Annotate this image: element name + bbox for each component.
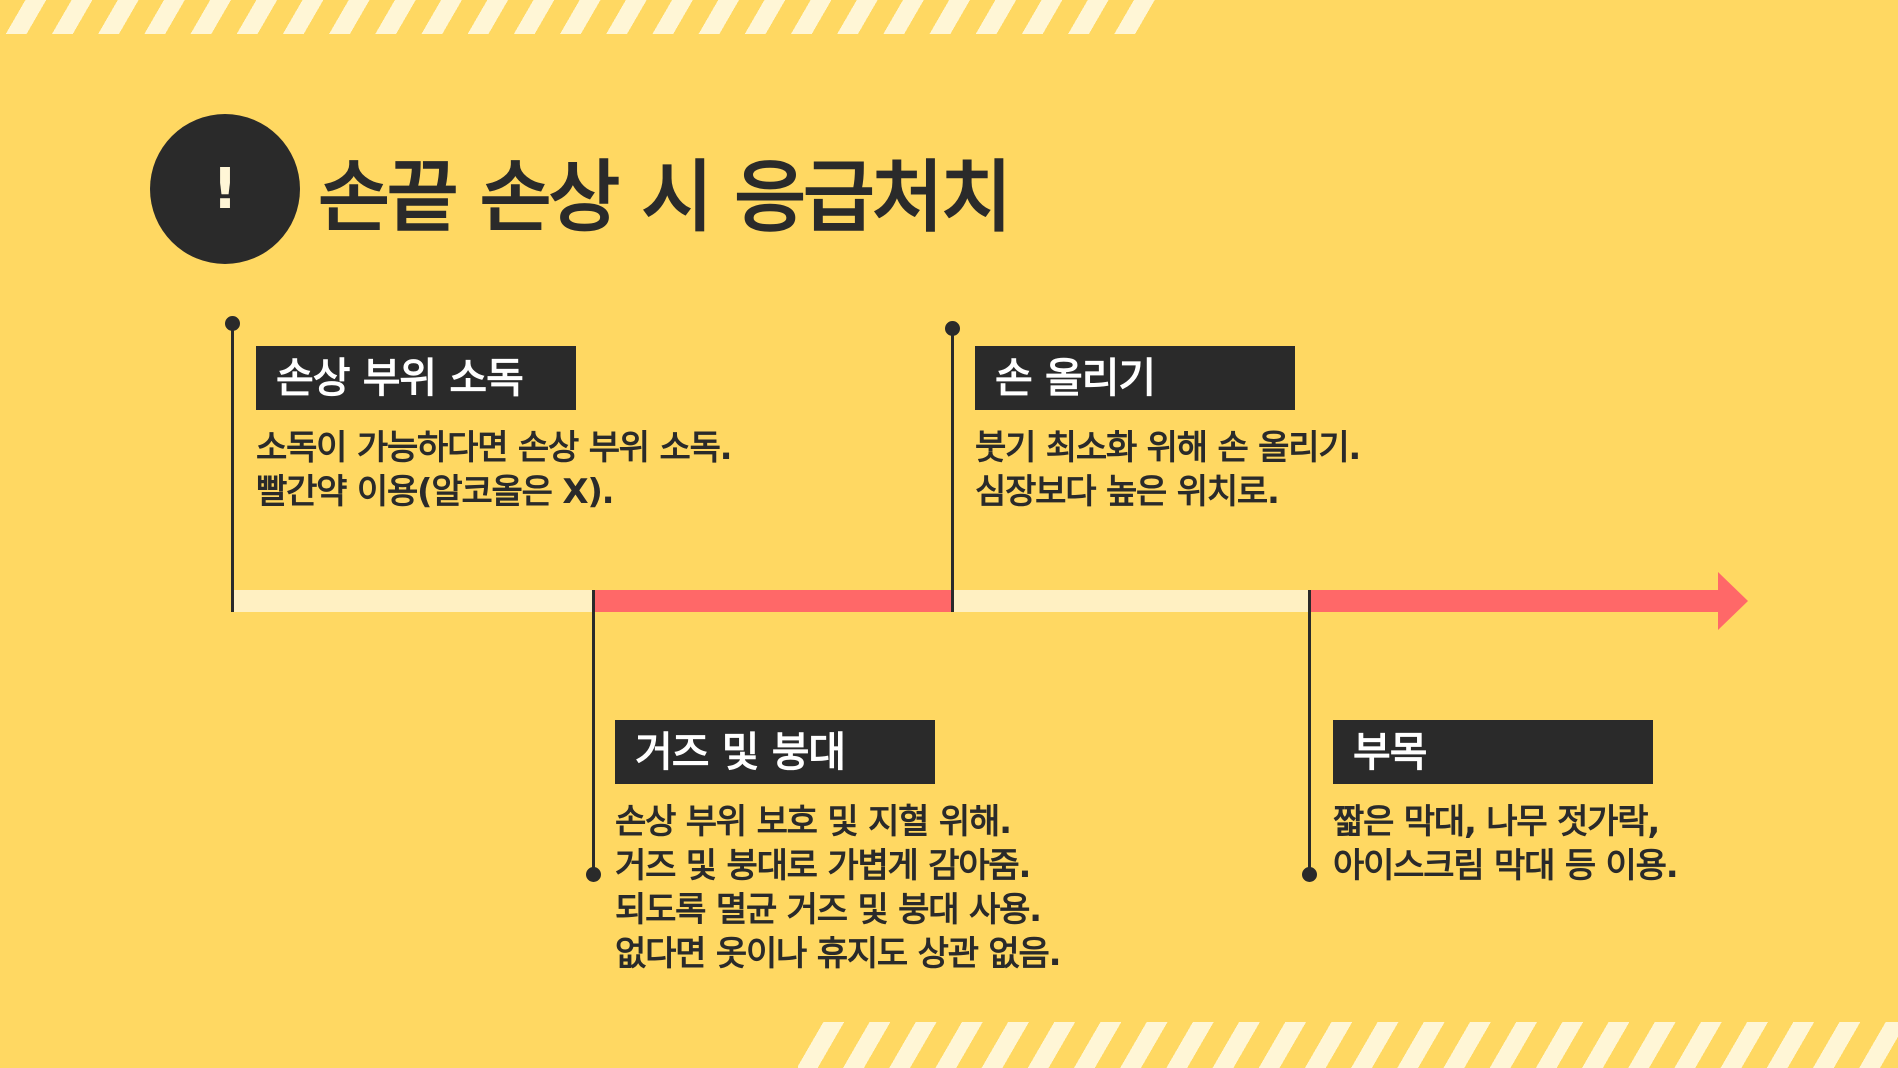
timeline-segment-1 [232, 590, 594, 612]
alert-icon: ! [150, 114, 300, 264]
step-1-label: 손상 부위 소독 [256, 346, 576, 410]
step-2-line: 거즈 및 붕대로 가볍게 감아줌. [615, 846, 1031, 886]
timeline-segment-2 [594, 590, 952, 612]
step-3-line: 붓기 최소화 위해 손 올리기. [975, 428, 1361, 468]
step-3-label: 손 올리기 [975, 346, 1295, 410]
step-4-label: 부목 [1333, 720, 1653, 784]
step-2-line: 손상 부위 보호 및 지혈 위해. [615, 802, 1012, 842]
connector-dot-2 [586, 867, 601, 882]
step-2-description: 손상 부위 보호 및 지혈 위해. 거즈 및 붕대로 가볍게 감아줌. 되도록 … [615, 800, 1062, 976]
connector-dot-3 [945, 321, 960, 336]
timeline-arrow-icon [1718, 572, 1748, 630]
connector-line-4 [1308, 590, 1311, 874]
connector-line-2 [592, 590, 595, 874]
timeline-segment-3 [952, 590, 1310, 612]
connector-line-3 [951, 328, 954, 612]
step-4-description: 짧은 막대, 나무 젓가락, 아이스크림 막대 등 이용. [1333, 800, 1679, 888]
step-1-description: 소독이 가능하다면 손상 부위 소독. 빨간약 이용(알코올은 X). [256, 426, 733, 514]
step-2-line: 없다면 옷이나 휴지도 상관 없음. [615, 934, 1062, 974]
step-1-line: 빨간약 이용(알코올은 X). [256, 472, 615, 512]
decorative-stripes-bottom [798, 1022, 1898, 1068]
page-title: 손끝 손상 시 응급처치 [318, 153, 1012, 243]
step-2-line: 되도록 멸균 거즈 및 붕대 사용. [615, 890, 1042, 930]
step-2-label: 거즈 및 붕대 [615, 720, 935, 784]
step-1-line: 소독이 가능하다면 손상 부위 소독. [256, 428, 733, 468]
step-4-line: 아이스크림 막대 등 이용. [1333, 846, 1679, 886]
connector-line-1 [231, 323, 234, 612]
step-3-description: 붓기 최소화 위해 손 올리기. 심장보다 높은 위치로. [975, 426, 1361, 514]
decorative-stripes-top [0, 0, 1160, 34]
step-4-line: 짧은 막대, 나무 젓가락, [1333, 802, 1660, 842]
connector-dot-4 [1302, 867, 1317, 882]
step-3-line: 심장보다 높은 위치로. [975, 472, 1280, 512]
alert-symbol: ! [212, 156, 238, 222]
timeline-segment-4 [1310, 590, 1720, 612]
connector-dot-1 [225, 316, 240, 331]
